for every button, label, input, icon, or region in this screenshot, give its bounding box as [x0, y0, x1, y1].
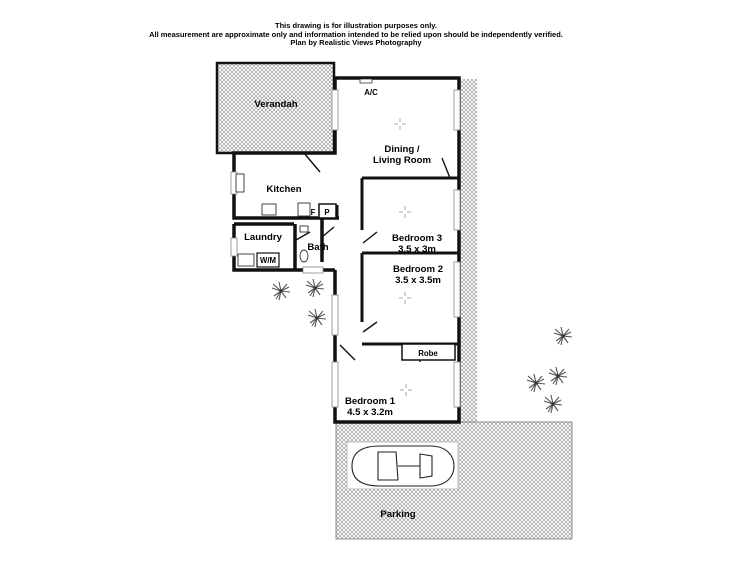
washer-box — [256, 252, 280, 268]
sink-icon — [235, 173, 311, 267]
car-icon — [346, 441, 459, 490]
disclaimer-line-1: This drawing is for illustration purpose… — [275, 21, 437, 30]
label-bedroom2-size: 3.5 x 3.5m — [395, 275, 441, 286]
disclaimer-line-3: Plan by Realistic Views Photography — [290, 38, 422, 48]
disclaimer-line-2: All measurement are approximate only and… — [149, 29, 563, 39]
label-bath: Bath — [307, 242, 328, 253]
label-verandah: Verandah — [254, 99, 297, 110]
label-parking: Parking — [380, 509, 415, 520]
label-bedroom2: Bedroom 2 — [393, 264, 443, 275]
label-laundry: Laundry — [244, 232, 283, 243]
side-path — [459, 79, 477, 422]
label-ac: A/C — [364, 88, 378, 97]
door-swing-icon — [295, 152, 451, 362]
label-pantry: P — [324, 208, 329, 217]
toilet-icon — [299, 225, 309, 263]
label-kitchen: Kitchen — [266, 184, 301, 195]
robe-box — [401, 343, 456, 361]
label-robe: Robe — [418, 349, 438, 358]
disclaimer: This drawing is for illustration purpose… — [0, 21, 712, 48]
label-bedroom3: Bedroom 3 — [392, 233, 442, 244]
label-dining-1: Dining / — [384, 144, 420, 155]
window-icon — [230, 89, 461, 408]
label-bedroom1-size: 4.5 x 3.2m — [347, 407, 393, 418]
label-bedroom3-size: 3.5 x 3m — [398, 244, 436, 255]
label-bedroom1: Bedroom 1 — [345, 396, 396, 407]
label-fridge: F — [311, 208, 316, 217]
interior-walls — [335, 176, 459, 346]
label-dining-2: Living Room — [373, 155, 431, 166]
ac-unit — [359, 78, 373, 84]
pantry-box — [318, 203, 337, 219]
label-washer: W/M — [260, 256, 276, 265]
